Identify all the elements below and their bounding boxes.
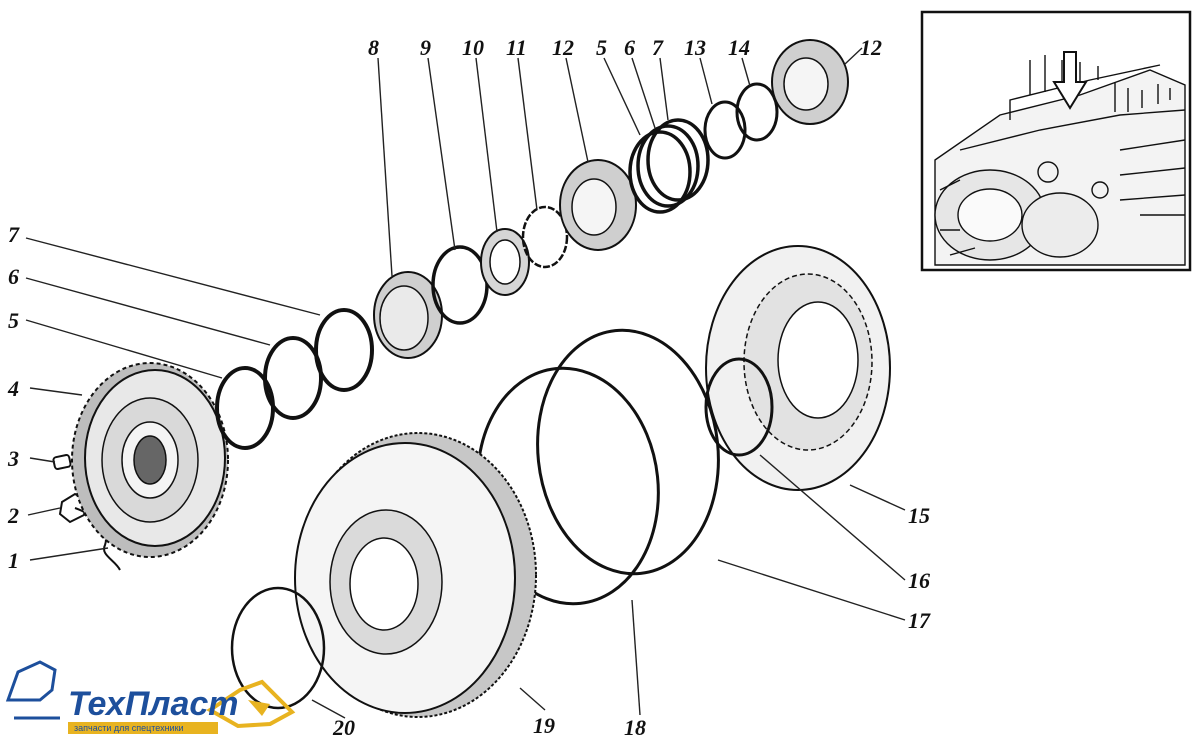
part-7-ring-right: [646, 118, 710, 202]
brand-logo: ТехПласт запчасти для спецтехники: [5, 660, 296, 734]
excavator-icon: [5, 660, 296, 729]
tagline-bar: [68, 722, 218, 734]
callout-18: 18: [624, 715, 646, 740]
part-17-large-ring: [536, 328, 720, 576]
part-19-drum: [294, 432, 537, 718]
callout-6-left: 6: [8, 264, 19, 289]
callout-labels: 1 2 3 4 5 6 7 8 9 10 11 12 5 6 7 13 14 1…: [7, 35, 931, 740]
part-11-lock-washer: [521, 205, 569, 269]
callout-13: 13: [684, 35, 706, 60]
callout-10: 10: [462, 35, 484, 60]
part-4-gear: [71, 362, 229, 558]
callout-7-left: 7: [8, 222, 20, 247]
part-20-ring: [230, 586, 326, 710]
callout-5-left: 5: [8, 308, 19, 333]
arrow-down-icon: [1052, 51, 1088, 110]
callout-15: 15: [908, 503, 930, 528]
callout-11: 11: [506, 35, 527, 60]
part-3-pin: [52, 454, 72, 470]
part-7-ring-left: [314, 308, 374, 392]
callout-9: 9: [420, 35, 431, 60]
callout-3: 3: [7, 446, 19, 471]
callout-8: 8: [368, 35, 379, 60]
callout-1: 1: [8, 548, 19, 573]
callout-4: 4: [7, 376, 19, 401]
inset-engine-illustration: [920, 10, 1192, 272]
callout-6-right: 6: [624, 35, 635, 60]
callout-12-left: 12: [552, 35, 574, 60]
part-5-ring-right: [628, 130, 692, 214]
callout-20: 20: [332, 715, 355, 740]
callout-7-right: 7: [652, 35, 664, 60]
part-13-ring: [703, 100, 747, 160]
callout-12-right: 12: [860, 35, 882, 60]
callout-5-right: 5: [596, 35, 607, 60]
part-6-ring-right: [636, 124, 700, 208]
callout-19: 19: [533, 713, 555, 738]
brand-name: ТехПласт: [68, 685, 239, 723]
leader-lines: [25, 47, 906, 719]
part-12-bearing-right: [771, 39, 849, 125]
part-16-o-ring: [704, 357, 774, 457]
part-14-ring: [735, 82, 779, 142]
part-15-disk: [705, 245, 891, 491]
part-12-bearing-left: [559, 159, 637, 251]
callout-17: 17: [908, 608, 931, 633]
part-9-ring: [431, 245, 489, 325]
brand-tagline: запчасти для спецтехники: [74, 723, 184, 733]
part-6-ring-left: [263, 336, 323, 420]
callout-2: 2: [7, 503, 19, 528]
part-10-ring: [480, 228, 530, 296]
callout-14: 14: [728, 35, 750, 60]
callout-16: 16: [908, 568, 930, 593]
